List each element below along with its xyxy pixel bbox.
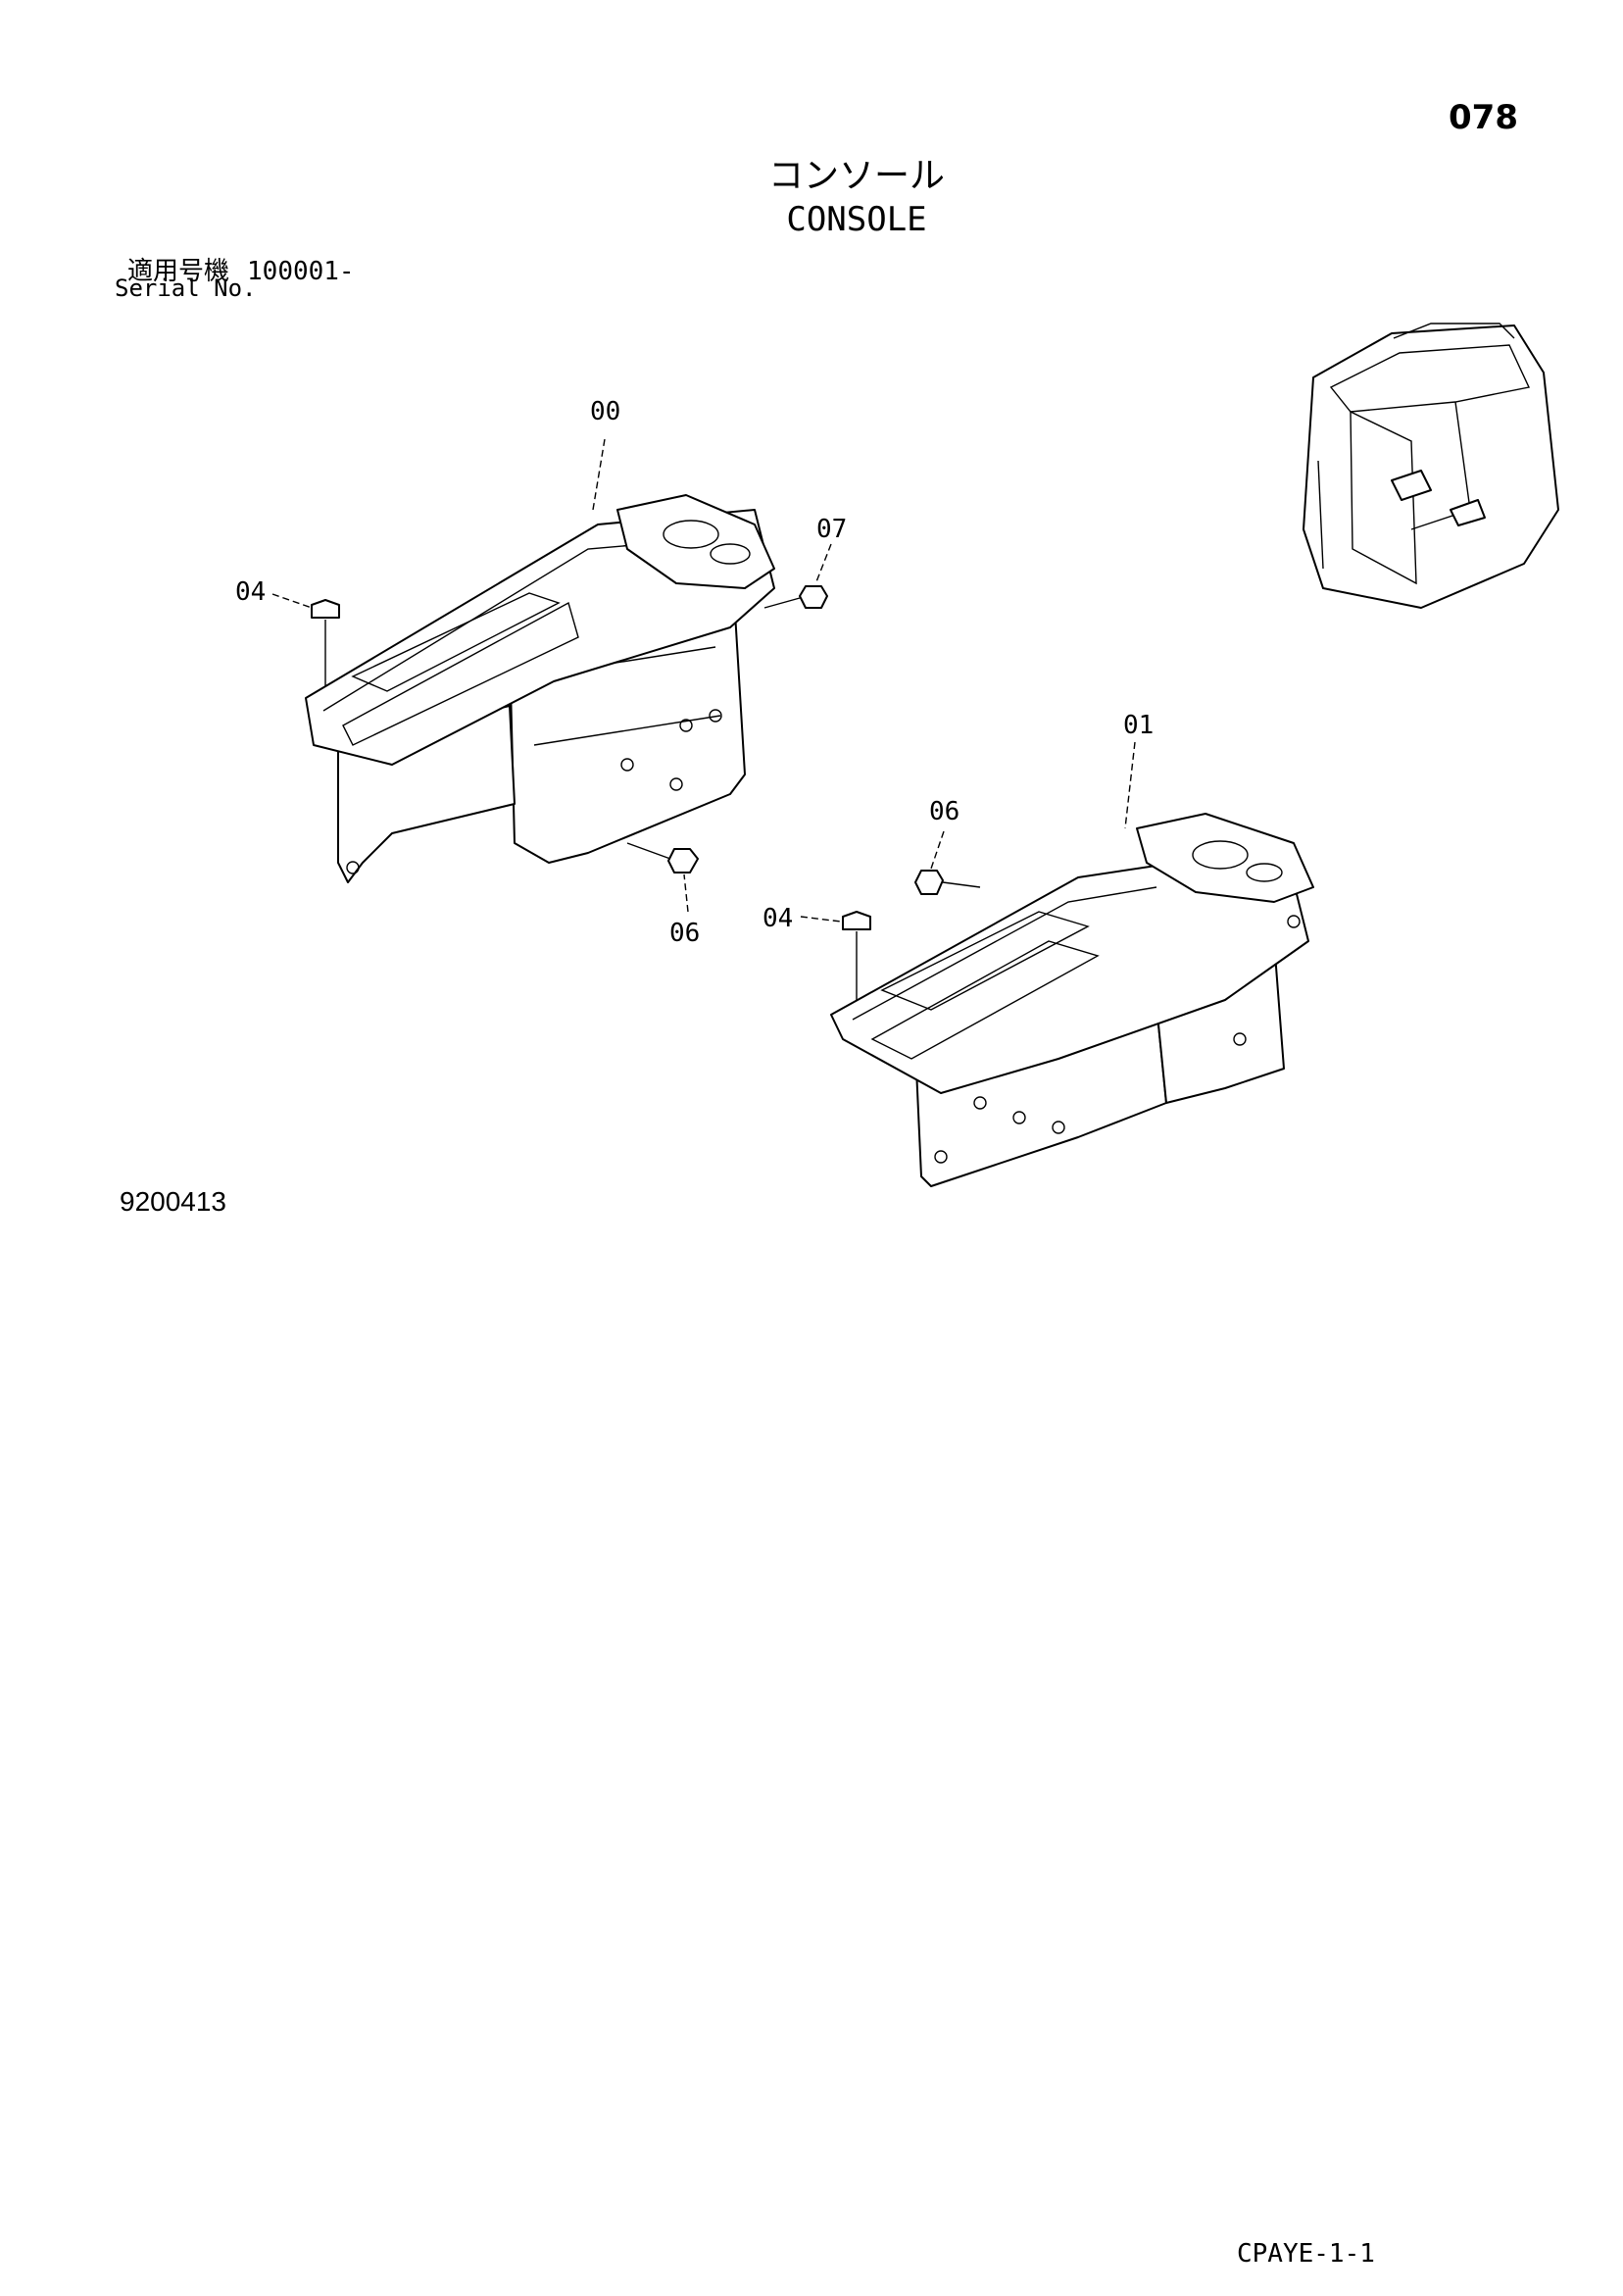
leader-left-console <box>592 438 606 511</box>
callout-right-04: 04 <box>762 904 793 933</box>
page-title-japanese: コンソール <box>767 156 945 196</box>
serial-label-english: Serial No. <box>115 275 257 302</box>
leader-left-bolt-bottom <box>683 873 689 913</box>
leader-right-console <box>1124 741 1136 829</box>
callout-07: 07 <box>816 515 847 544</box>
right-cap-part <box>842 911 871 1000</box>
page-title-english: CONSOLE <box>786 200 927 239</box>
callout-left-04: 04 <box>235 577 266 607</box>
callout-left-06: 06 <box>669 919 700 948</box>
right-bolt-part <box>914 870 981 895</box>
footer-code: CPAYE-1-1 <box>1237 2239 1375 2269</box>
left-bolt-bottom-part <box>626 842 699 873</box>
left-console-drawing <box>305 494 775 883</box>
console-highlight-right <box>1450 499 1486 526</box>
serial-range: 100001- <box>247 257 355 286</box>
serial-line-japanese: 適用号機 100001- <box>127 251 355 287</box>
cab-location-inset <box>1303 323 1559 609</box>
right-console-drawing <box>830 813 1314 1187</box>
leader-left-bolt-top <box>814 543 832 585</box>
serial-label-japanese: 適用号機 <box>127 257 230 286</box>
page-number: 078 <box>1449 98 1518 137</box>
left-cap-part <box>311 599 340 686</box>
leader-right-bolt <box>930 830 945 870</box>
callout-right-06: 06 <box>929 797 959 826</box>
drawing-number: 9200413 <box>120 1186 227 1217</box>
left-bolt-top-part <box>763 585 828 609</box>
leader-left-cap <box>271 593 313 609</box>
leader-right-cap <box>800 916 842 923</box>
callout-01: 01 <box>1123 711 1154 740</box>
callout-00: 00 <box>590 397 620 426</box>
console-highlight-left <box>1391 470 1432 501</box>
